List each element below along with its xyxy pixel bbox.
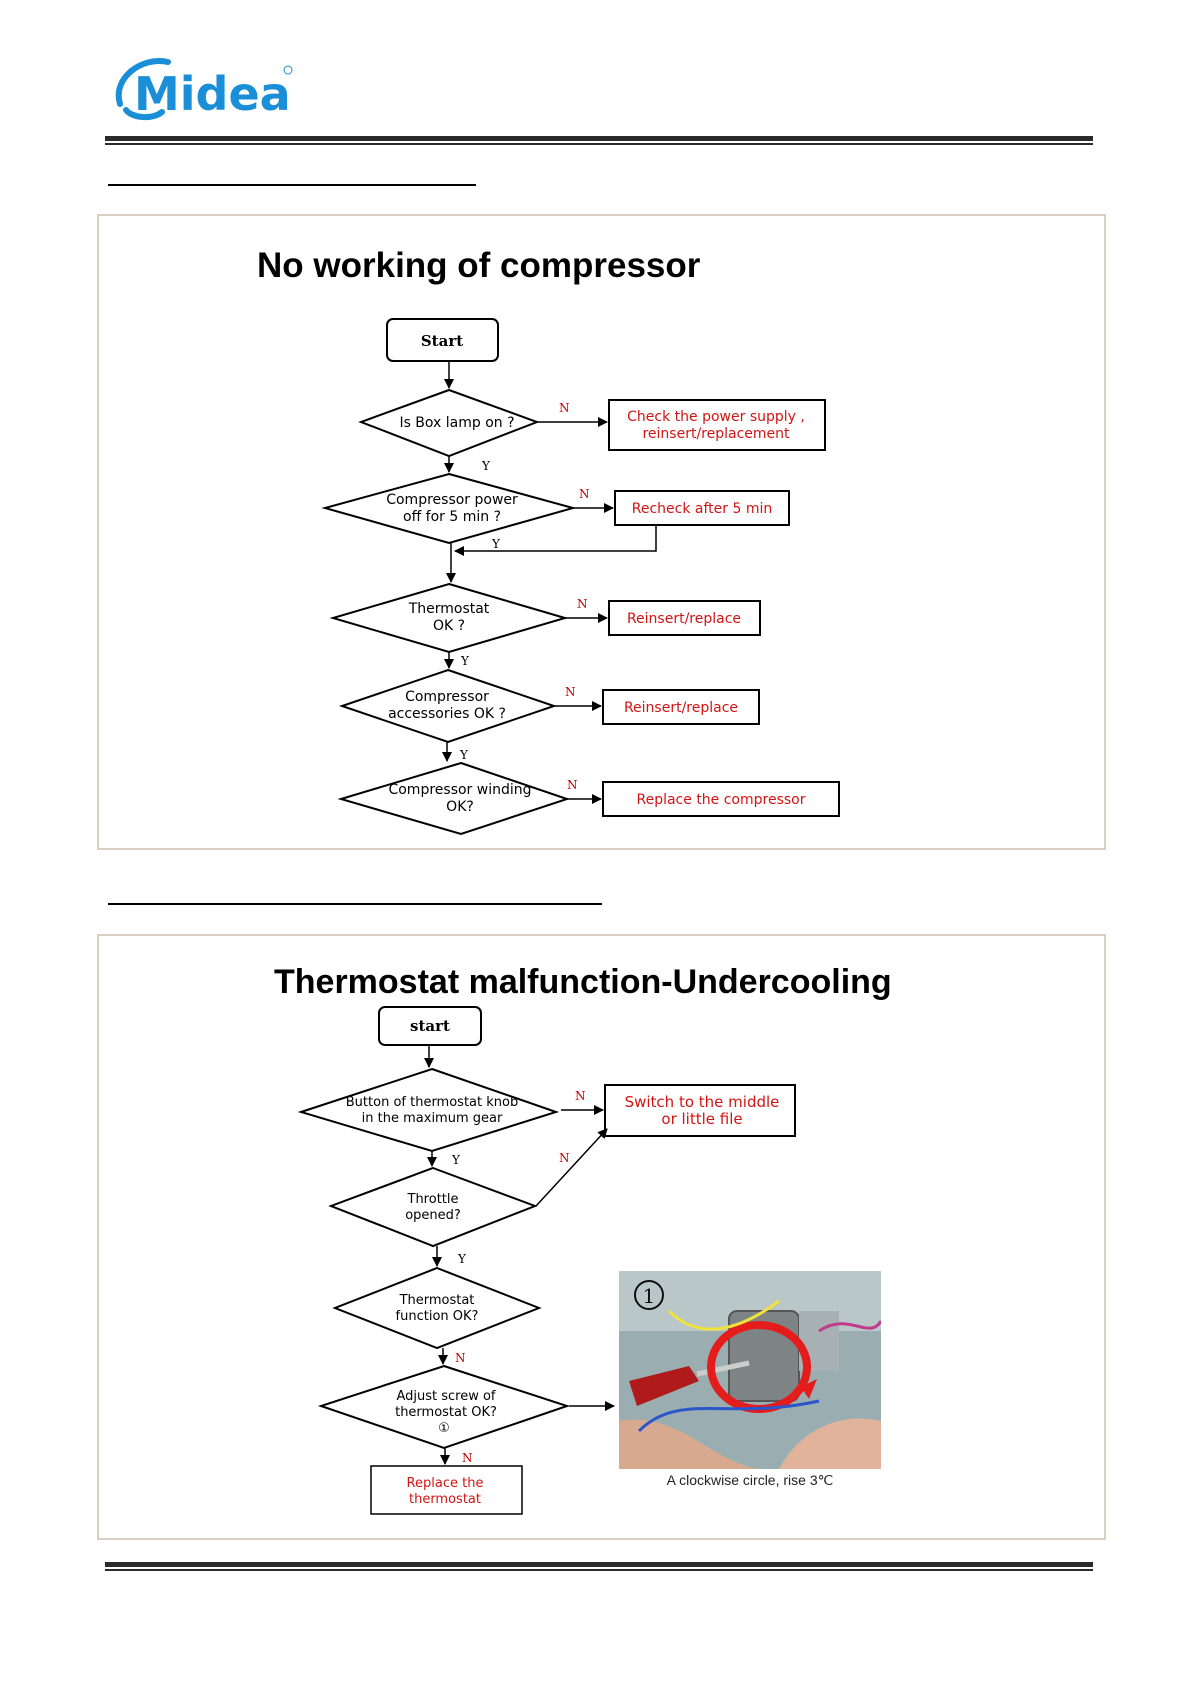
- svg-text:reinsert/replacement: reinsert/replacement: [642, 426, 790, 442]
- svg-text:thermostat: thermostat: [409, 1492, 481, 1507]
- svg-text:Thermostat: Thermostat: [399, 1293, 475, 1308]
- decision-accessories: [338, 668, 558, 744]
- action-reinsert-thermostat: [608, 600, 761, 636]
- start-label: Start: [421, 332, 463, 350]
- action-switch-middle: [604, 1084, 796, 1137]
- svg-text:off for 5 min ?: off for 5 min ?: [403, 509, 501, 525]
- action-replace-thermostat: [370, 1465, 523, 1515]
- svg-text:Adjust screw of: Adjust screw of: [396, 1389, 495, 1404]
- svg-text:Throttle: Throttle: [407, 1192, 459, 1207]
- svg-text:or little file: or little file: [661, 1110, 742, 1128]
- svg-text:N: N: [559, 1151, 570, 1165]
- start-node: [378, 1006, 482, 1046]
- step-marker: [634, 1280, 664, 1310]
- photo-caption: A clockwise circle, rise 3℃: [666, 1472, 834, 1488]
- svg-text:Y: Y: [481, 459, 491, 473]
- action-recheck: [614, 490, 790, 526]
- action-reinsert-accessories: [602, 689, 760, 725]
- svg-text:Y: Y: [457, 1252, 467, 1266]
- logo-text: Midea: [134, 67, 291, 121]
- action-check-power: [608, 399, 826, 451]
- decision-adjust-screw: [317, 1364, 571, 1450]
- svg-text:OK?: OK?: [446, 799, 474, 815]
- svg-text:start: start: [410, 1017, 450, 1035]
- svg-text:Y: Y: [460, 654, 470, 668]
- svg-text:Y: Y: [491, 537, 501, 551]
- footer-rule: [105, 1562, 1093, 1572]
- svg-text:function OK?: function OK?: [396, 1309, 479, 1324]
- svg-text:opened?: opened?: [405, 1208, 461, 1223]
- section2-title-rule: [108, 903, 602, 905]
- svg-text:N: N: [559, 401, 570, 415]
- svg-text:Replace the compressor: Replace the compressor: [636, 792, 805, 808]
- svg-text:N: N: [579, 487, 590, 501]
- midea-logo: Midea: [115, 58, 293, 121]
- svg-text:Thermostat: Thermostat: [408, 601, 490, 617]
- undercooling-flowchart-panel: Thermostat malfunction-Undercooling star…: [97, 934, 1106, 1540]
- decision-winding: [337, 761, 571, 836]
- decision-knob: [297, 1067, 560, 1153]
- svg-text:thermostat OK?: thermostat OK?: [395, 1405, 497, 1420]
- svg-text:1: 1: [643, 1284, 656, 1308]
- svg-text:N: N: [462, 1451, 473, 1465]
- panel-title: No working of compressor: [257, 246, 701, 285]
- svg-text:N: N: [577, 597, 588, 611]
- header-rule: [105, 136, 1093, 146]
- compressor-flowchart-panel: No working of compressor Start Is Box la…: [97, 214, 1106, 850]
- panel-title: Thermostat malfunction-Undercooling: [274, 963, 892, 1001]
- svg-text:accessories OK ?: accessories OK ?: [388, 706, 506, 722]
- undercooling-flowchart: start Button of thermostat knob in the m…: [297, 1006, 796, 1515]
- action-replace-compressor: [602, 781, 840, 817]
- svg-text:Button of thermostat knob: Button of thermostat knob: [346, 1095, 518, 1110]
- svg-text:Compressor winding: Compressor winding: [388, 782, 531, 798]
- svg-text:OK ?: OK ?: [433, 618, 465, 634]
- svg-text:Replace the: Replace the: [407, 1476, 484, 1491]
- svg-text:N: N: [455, 1351, 466, 1365]
- decision-thermostat-function: [332, 1266, 542, 1350]
- svg-text:in the maximum gear: in the maximum gear: [362, 1111, 503, 1126]
- decision-compressor-power: [321, 472, 577, 545]
- section1-title-rule: [108, 184, 476, 186]
- svg-text:N: N: [565, 685, 576, 699]
- start-node: [386, 318, 499, 362]
- svg-text:Reinsert/replace: Reinsert/replace: [624, 700, 738, 716]
- svg-text:N: N: [575, 1089, 586, 1103]
- svg-text:①: ①: [438, 1421, 450, 1436]
- svg-text:N: N: [567, 778, 578, 792]
- svg-text:Check the power supply ,: Check the power supply ,: [627, 409, 805, 425]
- decision-box-lamp-label: Is Box lamp on ?: [399, 415, 514, 431]
- decision-throttle: [328, 1166, 538, 1248]
- svg-text:Recheck after 5 min: Recheck after 5 min: [632, 501, 772, 517]
- svg-text:Y: Y: [451, 1153, 461, 1167]
- svg-text:Compressor power: Compressor power: [386, 492, 518, 508]
- compressor-flowchart: Start Is Box lamp on ? N Check the power…: [321, 318, 840, 836]
- svg-text:Switch to the middle: Switch to the middle: [625, 1093, 780, 1111]
- svg-text:Reinsert/replace: Reinsert/replace: [627, 611, 741, 627]
- thermostat-adjust-photo: 1: [619, 1271, 881, 1469]
- svg-text:Y: Y: [459, 748, 469, 762]
- svg-text:Compressor: Compressor: [405, 689, 489, 705]
